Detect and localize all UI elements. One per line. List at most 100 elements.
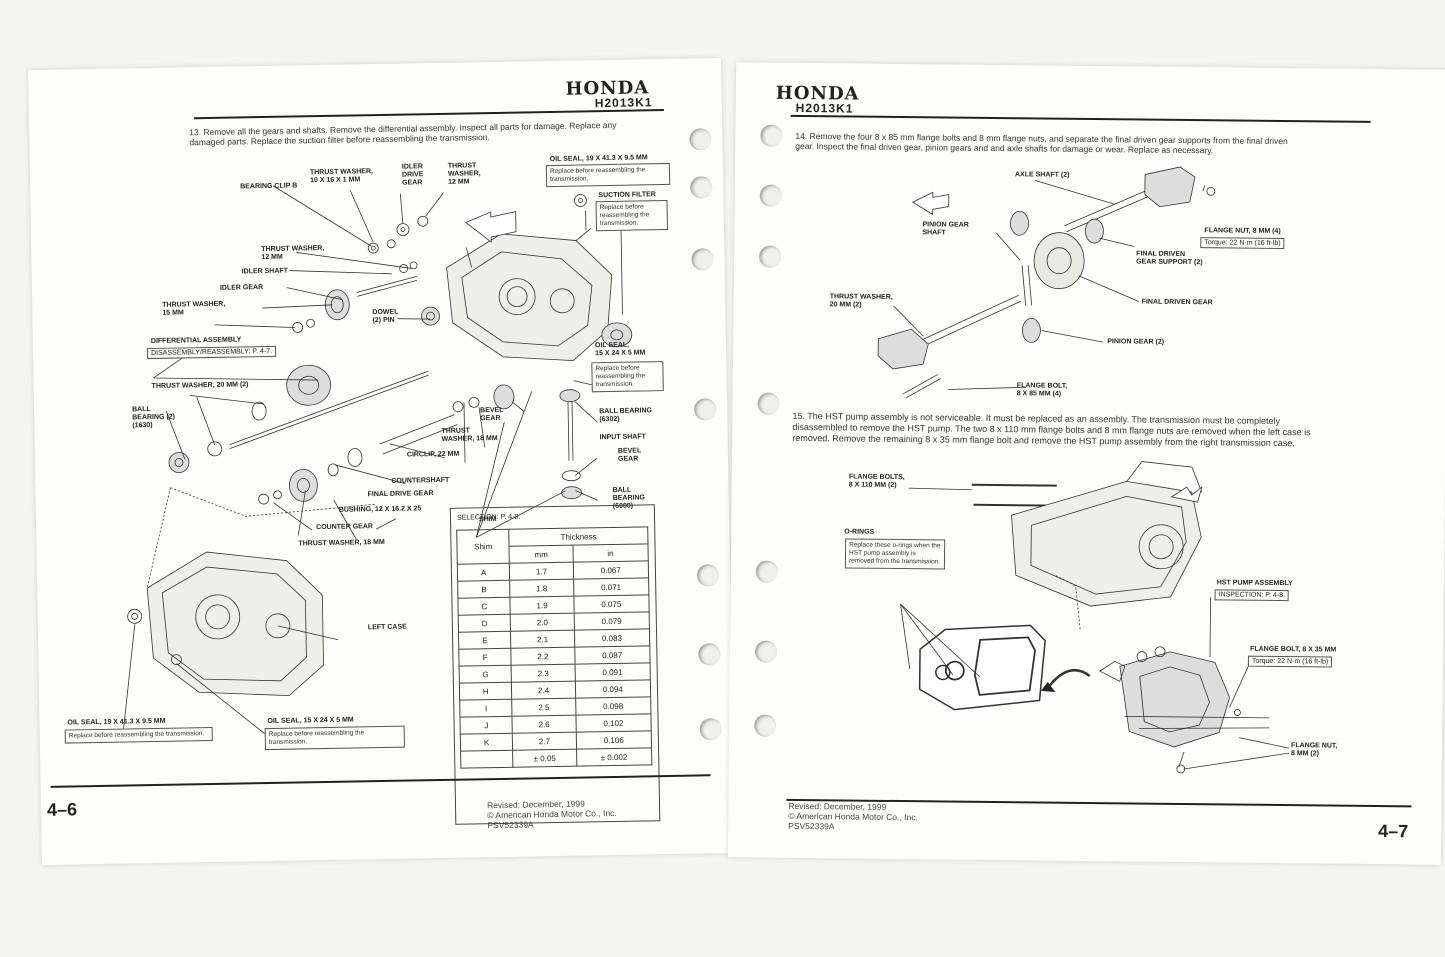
cell-mm: ± 0.05 [512, 749, 577, 768]
footer-right: Revised: December, 1999 © American Honda… [788, 800, 918, 832]
cell-shim: D [458, 614, 511, 633]
cell-in: 0.079 [573, 611, 650, 631]
label-thrust-washer-12a: THRUST WASHER, 12 mm [447, 162, 481, 186]
cell-shim: H [459, 682, 513, 701]
left-page: HONDA H2013K1 13. Remove all the gears a… [28, 58, 735, 865]
cell-mm: 2.0 [510, 613, 575, 632]
label-idler-gear: IDLER GEAR [219, 284, 264, 292]
label-flange-bolt-35: FLANGE BOLT, 8 x 35 mm [1250, 645, 1337, 654]
cell-mm: 2.7 [512, 732, 577, 751]
cell-in: 0.091 [574, 662, 651, 682]
note-oil-seal-15: Replace before reassembling the transmis… [591, 361, 664, 393]
step-15-text: 15. The HST pump assembly is not service… [792, 410, 1311, 449]
cell-in: 0.071 [573, 577, 649, 597]
label-thrust-washer-18b: THRUST WASHER, 18 mm [298, 538, 385, 548]
mm-col-header: mm [509, 545, 573, 564]
label-bearing-clip: BEARING CLIP B [240, 182, 298, 191]
label-thrust-washer-20: THRUST WASHER, 20 mm (2) [151, 381, 249, 390]
label-axle-shaft: AXLE SHAFT (2) [1014, 171, 1070, 179]
cell-shim: A [457, 563, 511, 582]
ref-differential: DISASSEMBLY/REASSEMBLY: P. 4-7. [146, 345, 277, 360]
footer-left: Revised: December, 1999 © American Honda… [486, 798, 617, 831]
torque-bolt-box: Torque: 22 N·m (16 ft-lb) [1247, 655, 1333, 668]
note-oil-seal-bottom-a: Replace before reassembling the transmis… [64, 726, 213, 744]
cell-in: 0.087 [574, 645, 651, 665]
cell-mm: 2.5 [512, 698, 576, 717]
cell-shim: E [458, 631, 512, 650]
label-input-shaft: INPUT SHAFT [599, 433, 646, 442]
label-flange-bolts-110: FLANGE BOLTS, 8 x 110 mm (2) [848, 473, 905, 489]
cell-shim [460, 750, 514, 769]
label-dowel-pin: DOWEL (2) PIN [372, 308, 399, 325]
cell-mm: 2.3 [511, 664, 575, 683]
cell-in: 0.098 [575, 696, 651, 716]
cell-in: 0.094 [574, 679, 651, 699]
cell-in: ± 0.002 [576, 747, 652, 767]
label-hst-pump: HST PUMP ASSEMBLY [1216, 579, 1293, 588]
cell-in: 0.067 [572, 560, 649, 580]
note-oil-seal-bottom-b: Replace before reassembling the transmis… [264, 725, 405, 751]
label-ball-bearing-1630: BALL BEARING (2) (1630) [131, 406, 176, 430]
cell-mm: 1.7 [509, 562, 574, 581]
label-thrust-washer-20-right: THRUST WASHER, 20 mm (2) [829, 293, 893, 309]
exploded-transmission-diagram [122, 185, 633, 747]
label-countershaft: COUNTERSHAFT [391, 476, 450, 485]
right-page: HONDA H2013K1 14. Remove the four 8 x 85… [727, 62, 1445, 865]
note-o-rings: Replace these o-rings when the HST pump … [844, 538, 946, 570]
inspection-ref-box: INSPECTION: P. 4-8. [1214, 589, 1290, 602]
label-oil-seal-15: OIL SEAL, 15 x 24 x 5 mm [594, 341, 646, 358]
cell-shim: G [459, 665, 512, 684]
label-ball-bearing-6302: BALL BEARING (6302) [599, 407, 652, 424]
final-drive-diagram [877, 166, 1290, 774]
cell-mm: 2.4 [511, 681, 576, 700]
cell-shim: C [457, 597, 511, 616]
in-col-header: in [572, 543, 649, 563]
note-oil-seal-top: Replace before reassembling the transmis… [545, 162, 671, 188]
page-number-right: 4–7 [1378, 821, 1409, 842]
note-suction-filter: Replace before reassembling the transmis… [595, 199, 669, 232]
label-differential-assembly: DIFFERENTIAL ASSEMBLY [150, 336, 242, 346]
cell-shim: I [459, 699, 513, 718]
page-number-left: 4–6 [46, 799, 78, 820]
label-flange-nut-2: FLANGE NUT, 8 mm (2) [1290, 742, 1338, 758]
label-o-rings: O-RINGS [844, 528, 875, 536]
label-final-driven-gear: FINAL DRIVEN GEAR [1141, 298, 1213, 307]
torque-nut-box: Torque: 22 N·m (16 ft-lb) [1200, 237, 1285, 250]
shim-col-header: Shim [456, 529, 510, 565]
label-oil-seal-bottom-b: OIL SEAL, 15 x 24 x 5 mm [267, 716, 354, 726]
shim-selection-ref: SELECTION: P. 4-8. [456, 513, 521, 522]
label-suction-filter: SUCTION FILTER [598, 191, 656, 200]
cell-in: 0.083 [574, 628, 650, 648]
cell-shim: J [459, 716, 513, 735]
cell-mm: 2.6 [512, 715, 576, 734]
cell-in: 0.075 [573, 594, 650, 614]
cell-mm: 2.2 [511, 647, 575, 666]
label-bevel-gear-a: BEVEL GEAR [480, 406, 504, 423]
label-left-case: LEFT CASE [367, 623, 407, 632]
cell-mm: 1.8 [510, 579, 574, 598]
label-counter-gear: COUNTER GEAR [316, 523, 373, 532]
cell-shim: K [460, 733, 513, 752]
cell-mm: 1.9 [510, 596, 574, 615]
label-thrust-washer-12b: THRUST WASHER, 12 mm [261, 244, 325, 262]
label-idler-drive-gear: IDLER DRIVE GEAR [401, 163, 424, 187]
label-oil-seal-bottom-a: OIL SEAL, 19 x 41.3 x 9.5 mm [67, 717, 166, 727]
label-idler-shaft: IDLER SHAFT [241, 267, 289, 276]
cell-shim: B [457, 580, 511, 599]
label-pinion-gear: PINION GEAR (2) [1107, 338, 1165, 346]
label-circlip: CIRCLIP, 22 mm [406, 450, 460, 459]
cell-in: 0.102 [575, 713, 652, 733]
cell-in: 0.106 [575, 730, 652, 750]
label-thrust-washer-15: THRUST WASHER, 15 mm [162, 300, 226, 317]
label-thrust-washer-10: THRUST WASHER, 10 x 16 x 1 mm [309, 168, 374, 185]
table-row: ± 0.05± 0.002 [460, 747, 652, 769]
label-oil-seal-top: OIL SEAL, 19 x 41.3 x 9.5 mm [549, 154, 648, 164]
label-bushing: BUSHING, 12 x 16.2 x 25 [338, 505, 422, 514]
label-flange-nut-4: FLANGE NUT, 8 mm (4) [1204, 227, 1281, 235]
label-thrust-washer-18a: THRUST WASHER, 18 mm [441, 427, 498, 443]
label-final-drive-gear: FINAL DRIVE GEAR [367, 490, 434, 499]
cell-shim: F [458, 648, 512, 667]
label-pinion-gear-shaft: PINION GEAR SHAFT [922, 221, 969, 237]
label-bevel-gear-b: BEVEL GEAR [617, 447, 642, 463]
